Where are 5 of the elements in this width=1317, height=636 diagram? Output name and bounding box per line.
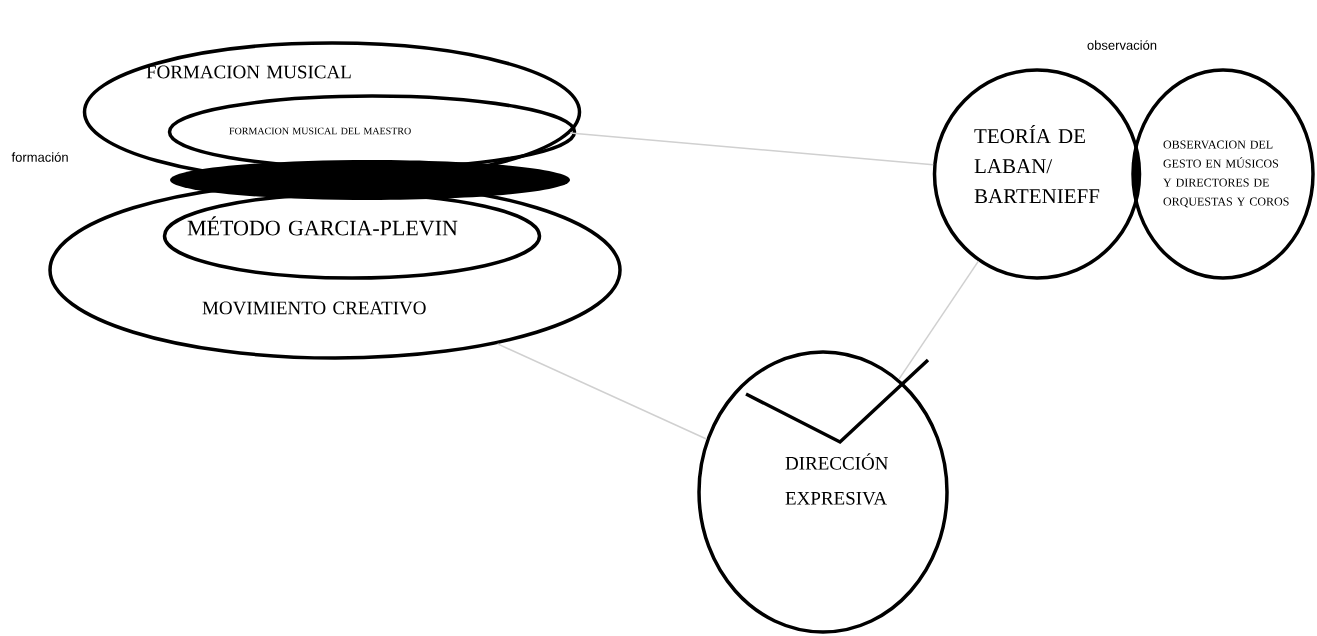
connector-line: [496, 343, 708, 440]
annotation-label: formación: [11, 152, 68, 162]
connector-line: [898, 260, 979, 380]
connector-line: [569, 132, 934, 166]
annotation-label: observación: [1087, 40, 1157, 50]
